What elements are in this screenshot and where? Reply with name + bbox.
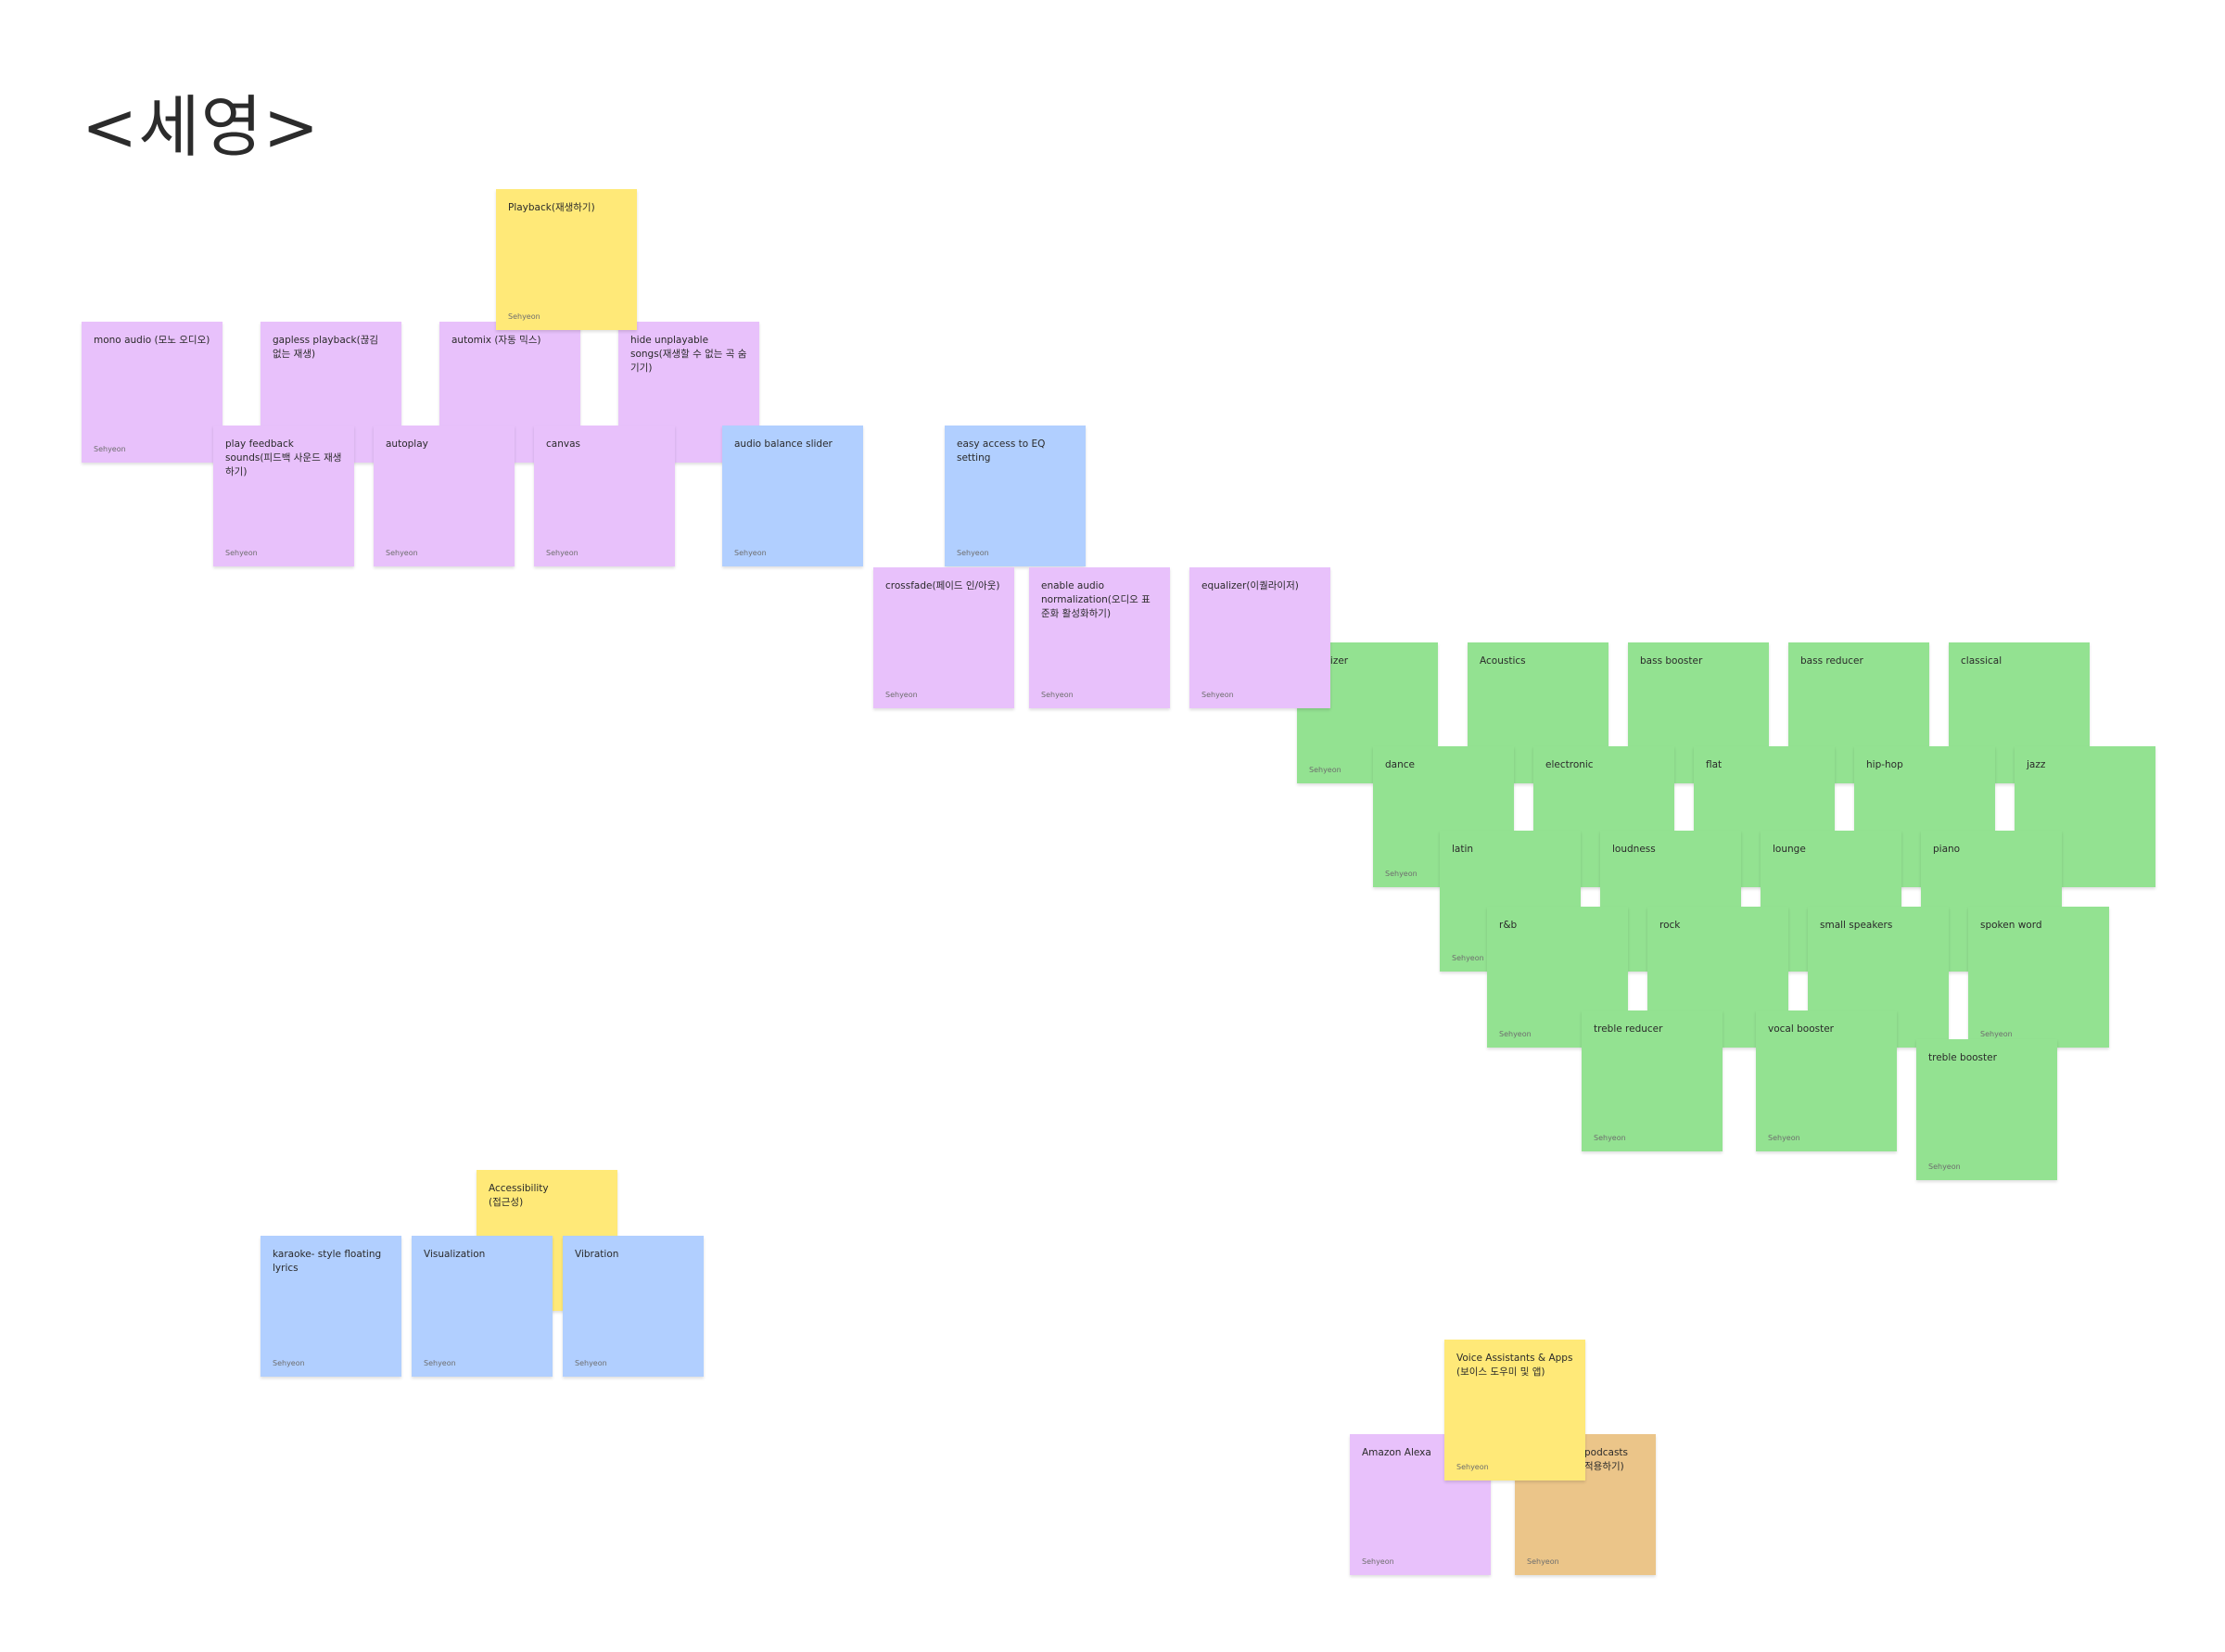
note-author: Sehyeon [1041,691,1074,699]
sticky-note-visualization[interactable]: Visualization Sehyeon [412,1236,553,1377]
sticky-note-audio-normalization[interactable]: enable audio normalization(오디오 표준화 활성화하기… [1029,567,1170,708]
note-text: play feedback sounds(피드백 사운드 재생하기) [225,438,342,477]
note-text: equalizer(이퀄라이저) [1202,580,1299,591]
note-text: hide unplayable songs(재생할 수 없는 곡 숨기기) [630,335,747,374]
sticky-note-treble-reducer[interactable]: treble reducer Sehyeon [1582,1010,1723,1151]
note-author: Sehyeon [734,549,767,557]
note-author: Sehyeon [273,1359,305,1367]
sticky-note-autoplay[interactable]: autoplay Sehyeon [374,426,515,566]
note-text: Vibration [575,1249,619,1260]
sticky-note-vocal-booster[interactable]: vocal booster Sehyeon [1756,1010,1897,1151]
note-text: flat [1706,759,1723,770]
note-author: Sehyeon [225,549,258,557]
note-text: dance [1385,759,1415,770]
note-author: Sehyeon [575,1359,607,1367]
note-text: easy access to EQ setting [957,438,1046,464]
note-author: Sehyeon [1385,870,1418,878]
note-author: Sehyeon [94,445,126,453]
note-author: Sehyeon [1499,1030,1532,1038]
note-author: Sehyeon [1980,1030,2013,1038]
note-text: bass booster [1640,655,1703,667]
note-text: mono audio (모노 오디오) [94,335,210,346]
note-text: podcasts 적용하기) [1584,1447,1629,1472]
sticky-note-mono-audio[interactable]: mono audio (모노 오디오) Sehyeon [82,322,222,463]
note-text: Playback(재생하기) [508,202,595,213]
sticky-note-karaoke-lyrics[interactable]: karaoke- style floating lyrics Sehyeon [261,1236,401,1377]
note-text: canvas [546,438,580,450]
note-author: Sehyeon [1768,1134,1800,1142]
note-author: Sehyeon [957,549,989,557]
note-author: Sehyeon [1527,1557,1559,1566]
note-text: bass reducer [1800,655,1863,667]
note-text: spoken word [1980,920,2042,931]
page-title: <세영> [82,88,321,166]
note-author: Sehyeon [1202,691,1234,699]
sticky-note-canvas[interactable]: canvas Sehyeon [534,426,675,566]
note-text: Accessibility (접근성) [489,1183,549,1208]
note-text: Acoustics [1480,655,1526,667]
sticky-note-treble-booster[interactable]: treble booster Sehyeon [1916,1039,2057,1180]
sticky-note-crossfade[interactable]: crossfade(페이드 인/아웃) Sehyeon [873,567,1014,708]
note-text: audio balance slider [734,438,833,450]
sticky-note-vibration[interactable]: Vibration Sehyeon [563,1236,704,1377]
note-text: Amazon Alexa [1362,1447,1431,1458]
note-author: Sehyeon [508,312,540,321]
note-author: Sehyeon [1456,1463,1489,1471]
note-author: Sehyeon [386,549,418,557]
note-text: treble booster [1928,1052,1997,1063]
note-text: r&b [1499,920,1518,931]
note-text: latin [1452,844,1474,855]
note-text: automix (자동 믹스) [451,335,541,346]
note-text: Voice Assistants & Apps (보이스 도우미 및 앱) [1456,1353,1573,1378]
note-author: Sehyeon [1309,766,1341,774]
note-text: rock [1659,920,1681,931]
note-author: Sehyeon [546,549,578,557]
note-author: Sehyeon [885,691,918,699]
note-text: loudness [1612,844,1656,855]
note-text: autoplay [386,438,428,450]
sticky-note-equalizer[interactable]: equalizer(이퀄라이저) Sehyeon [1189,567,1330,708]
note-text: jazz [2027,759,2046,770]
sticky-note-audio-balance-slider[interactable]: audio balance slider Sehyeon [722,426,863,566]
note-text: lizer [1328,655,1349,667]
note-text: gapless playback(끊김 없는 재생) [273,335,379,360]
note-text: vocal booster [1768,1023,1834,1035]
note-text: hip-hop [1866,759,1903,770]
sticky-note-voice-assistants[interactable]: Voice Assistants & Apps (보이스 도우미 및 앱) Se… [1444,1340,1585,1480]
note-author: Sehyeon [1362,1557,1394,1566]
note-text: lounge [1773,844,1806,855]
sticky-note-playback[interactable]: Playback(재생하기) Sehyeon [496,189,637,330]
note-text: classical [1961,655,2002,667]
note-author: Sehyeon [1928,1163,1961,1171]
note-author: Sehyeon [1594,1134,1626,1142]
sticky-note-eq-access[interactable]: easy access to EQ setting Sehyeon [945,426,1086,566]
note-text: crossfade(페이드 인/아웃) [885,580,1000,591]
note-text: treble reducer [1594,1023,1663,1035]
note-text: karaoke- style floating lyrics [273,1249,382,1274]
sticky-note-play-feedback-sounds[interactable]: play feedback sounds(피드백 사운드 재생하기) Sehye… [213,426,354,566]
sticky-note-spoken-word[interactable]: spoken word Sehyeon [1968,907,2109,1048]
note-text: small speakers [1820,920,1893,931]
note-text: electronic [1545,759,1594,770]
note-text: enable audio normalization(오디오 표준화 활성화하기… [1041,580,1151,619]
note-text: piano [1933,844,1961,855]
note-author: Sehyeon [1452,954,1484,962]
note-text: Visualization [424,1249,486,1260]
note-author: Sehyeon [424,1359,456,1367]
